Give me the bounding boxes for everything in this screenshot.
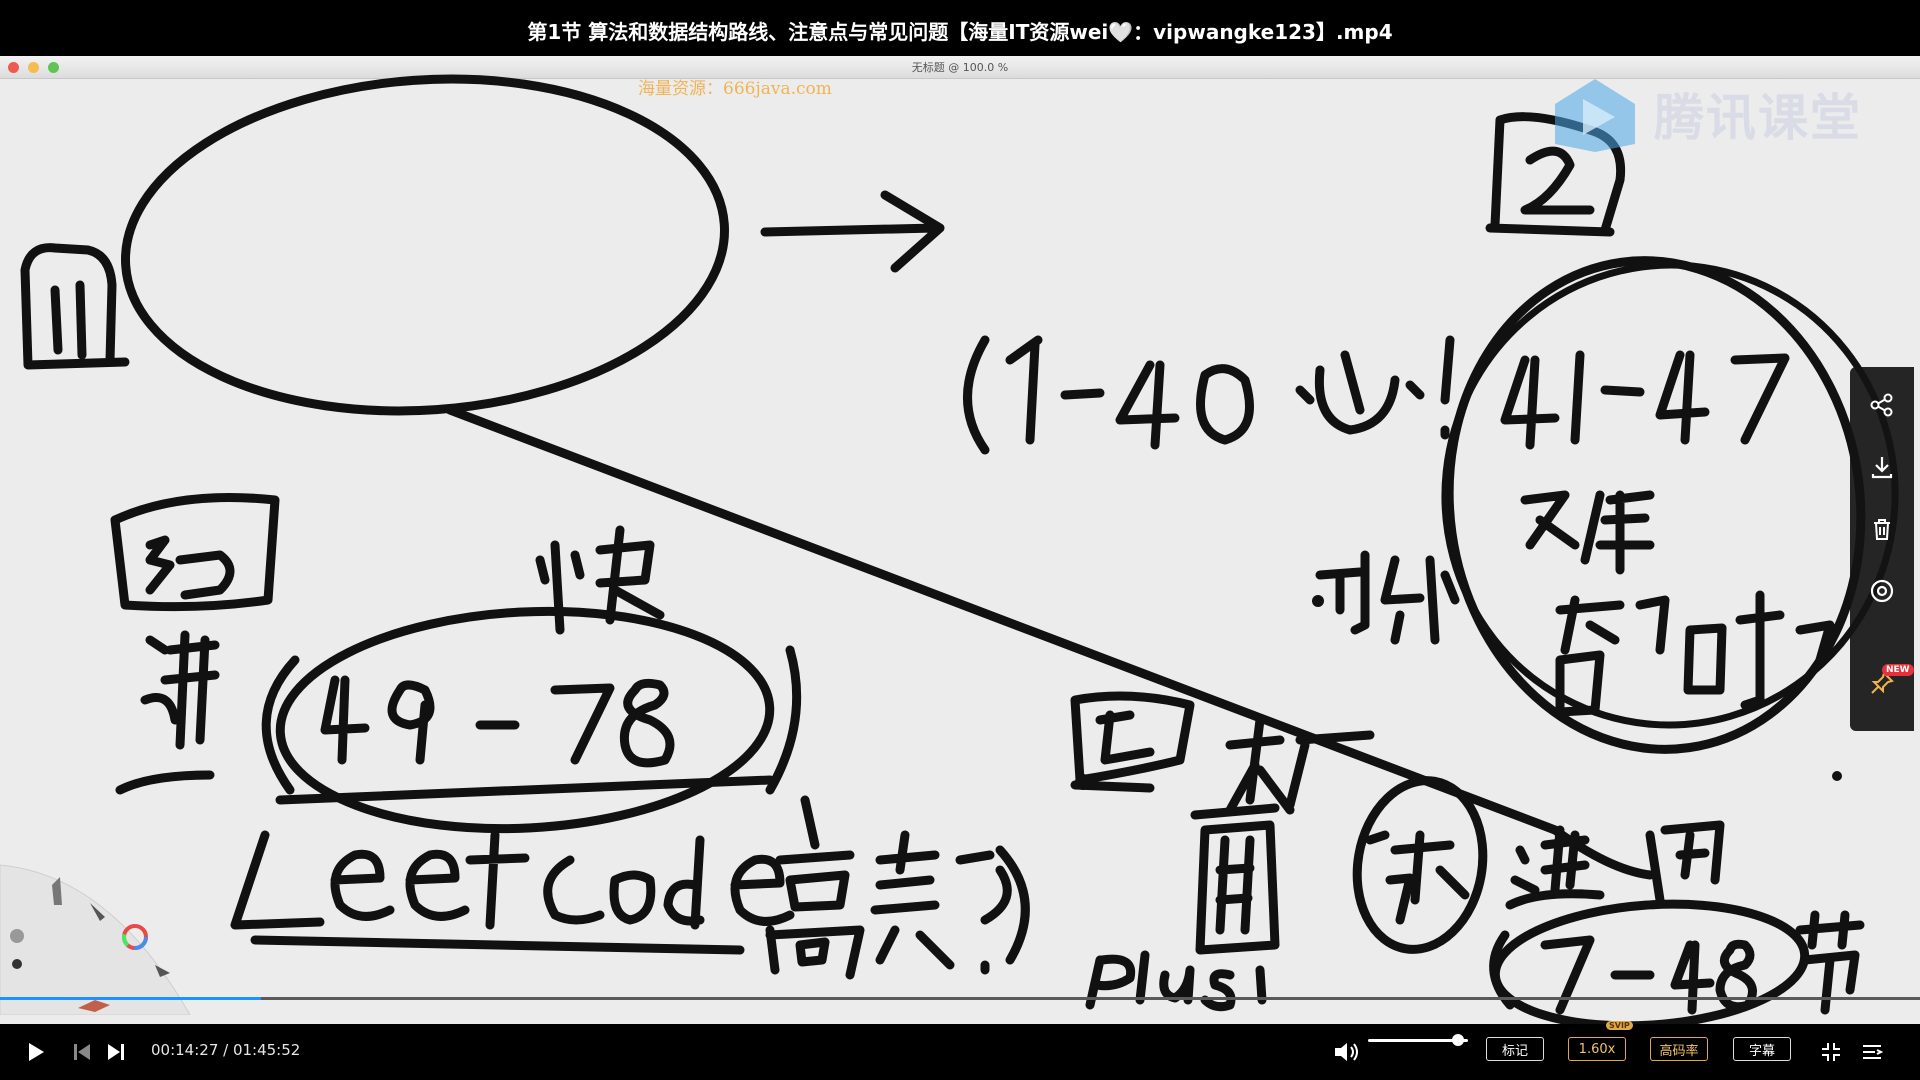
playlist-button[interactable] [1858, 1038, 1886, 1066]
target-button[interactable] [1864, 573, 1900, 609]
whiteboard-canvas [20, 74, 1899, 1024]
volume-icon [1335, 1043, 1358, 1061]
brand-logo: 腾讯课堂 [1545, 74, 1862, 154]
previous-icon [74, 1044, 90, 1060]
close-window-button[interactable] [8, 62, 19, 73]
delete-icon [1874, 519, 1890, 540]
label-box-1 [20, 243, 130, 370]
exit-fullscreen-icon [1822, 1043, 1840, 1061]
circle-xinshouban [121, 74, 729, 416]
color-wheel-icon[interactable] [122, 924, 148, 950]
volume-slider-handle[interactable] [1452, 1034, 1464, 1046]
label-box-3 [110, 493, 280, 612]
quality-button[interactable]: 高码率 [1650, 1037, 1708, 1061]
side-action-panel [1850, 367, 1914, 731]
zoom-window-button[interactable] [48, 62, 59, 73]
circle-41-47 [1444, 256, 1866, 754]
mark-button[interactable]: 标记 [1486, 1037, 1544, 1061]
progress-fill [0, 997, 262, 1000]
watermark-text: 海量资源：666java.com [638, 79, 832, 99]
mac-window-bar: 无标题 @ 100.0 % [0, 56, 1920, 79]
play-icon [29, 1043, 44, 1061]
progress-bar[interactable] [0, 997, 1920, 1000]
volume-slider[interactable] [1368, 1039, 1468, 1042]
drawing-tool-palette [0, 864, 190, 1015]
pen-tool-icon[interactable] [90, 903, 105, 921]
volume-button[interactable] [1332, 1038, 1360, 1066]
download-icon [1871, 457, 1893, 479]
playlist-icon [1863, 1045, 1883, 1059]
download-button[interactable] [1864, 449, 1900, 485]
label-box-4 [1070, 691, 1195, 793]
pencil-tool-icon[interactable] [52, 877, 62, 905]
next-icon [108, 1044, 124, 1060]
brand-name: 腾讯课堂 [1654, 89, 1862, 147]
video-title: 第1节 算法和数据结构路线、注意点与常见问题【海量IT资源wei🤍：vipwan… [527, 20, 1393, 44]
share-button[interactable] [1864, 387, 1900, 423]
subtitle-button[interactable]: 字幕 [1733, 1037, 1791, 1061]
play-button[interactable] [24, 1040, 48, 1064]
new-badge: NEW [1882, 664, 1914, 676]
brush-size-icon[interactable] [10, 929, 24, 969]
play-logo-icon [1555, 79, 1635, 152]
circle-49-78 [275, 606, 775, 834]
time-display: 00:14:27 / 01:45:52 [151, 1041, 301, 1059]
next-button[interactable] [104, 1040, 128, 1064]
svip-badge: SVIP [1606, 1021, 1633, 1030]
share-icon [1870, 393, 1893, 417]
target-icon [1870, 579, 1894, 603]
canvas-title: 无标题 @ 100.0 % [911, 61, 1009, 74]
speed-button[interactable]: 1.60x [1568, 1037, 1626, 1061]
pin-button[interactable] [1864, 665, 1900, 701]
exit-fullscreen-button[interactable] [1817, 1038, 1845, 1066]
player-controls: 00:14:27 / 01:45:52 标记 1.60x 高码率 字幕 [0, 1024, 1920, 1080]
video-title-bar: 第1节 算法和数据结构路线、注意点与常见问题【海量IT资源wei🤍：vipwan… [0, 0, 1920, 56]
minimize-window-button[interactable] [28, 62, 39, 73]
previous-button[interactable] [70, 1040, 94, 1064]
select-tool-icon[interactable] [155, 965, 170, 977]
pin-icon [1871, 671, 1894, 694]
arrow-right [760, 190, 945, 273]
undo-icon[interactable] [78, 1000, 110, 1012]
delete-button[interactable] [1864, 511, 1900, 547]
